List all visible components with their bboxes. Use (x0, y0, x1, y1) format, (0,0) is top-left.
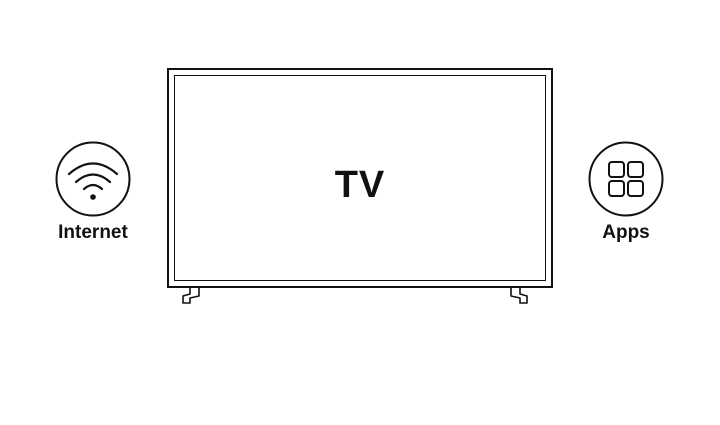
tv-stand-left (182, 287, 200, 304)
tv-stand-right (510, 287, 528, 304)
apps-feature: Apps (576, 141, 676, 244)
tv-label: TV (334, 164, 386, 206)
internet-feature: Internet (43, 141, 143, 244)
tv-set: TV (167, 68, 553, 288)
apps-grid-icon (588, 141, 664, 217)
wifi-icon (55, 141, 131, 217)
tv-frame: TV (167, 68, 553, 288)
apps-label: Apps (602, 222, 650, 243)
tv-screen: TV (174, 75, 546, 281)
internet-label: Internet (58, 222, 128, 243)
